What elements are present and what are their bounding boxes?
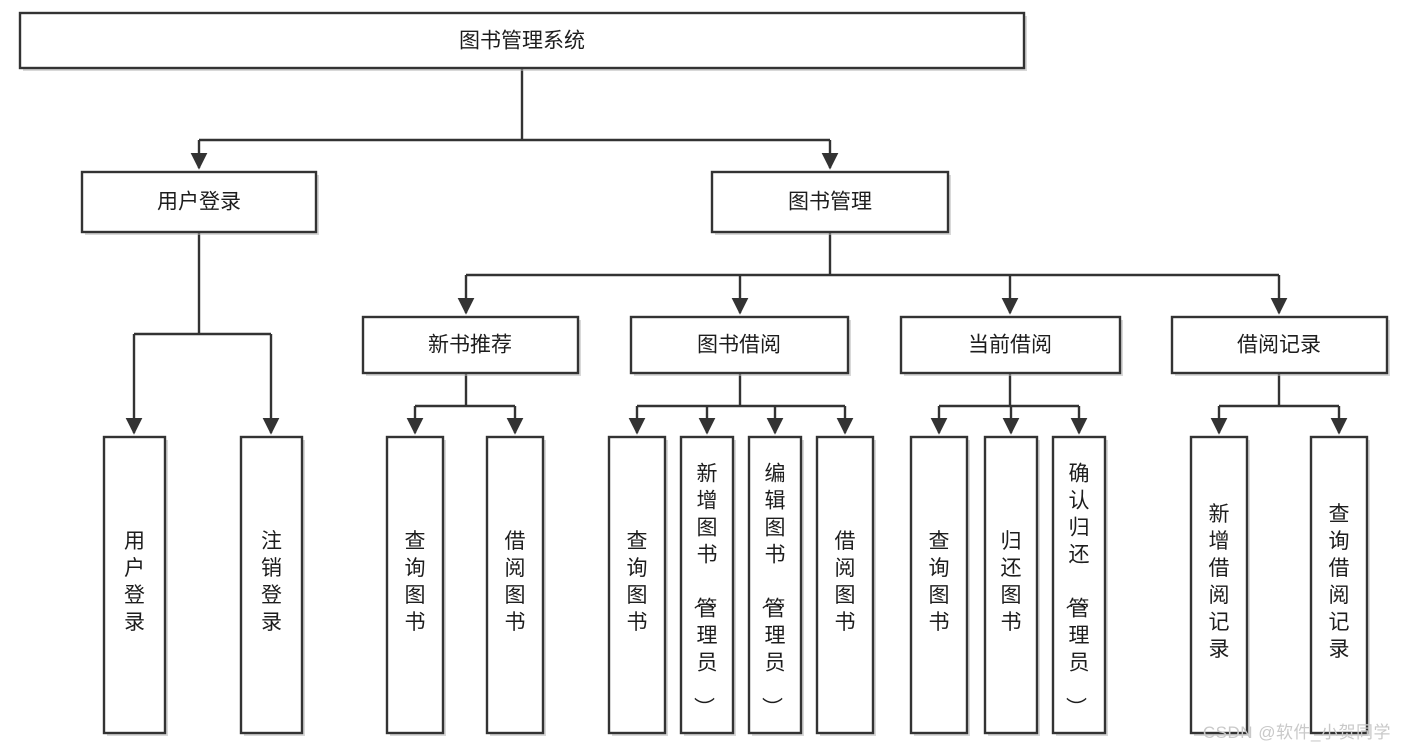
leaf-return-book-box: [983, 435, 1039, 735]
leaf-add-book-label: 新增图书（管理员）: [692, 463, 718, 718]
user-login-box: [80, 170, 318, 234]
leaf-query-record-box: [1309, 435, 1369, 735]
book-borrow-box: [629, 315, 850, 375]
csdn-watermark: CSDN @软件_小贺同学: [1202, 723, 1391, 742]
leaf-add-book-box: [679, 435, 735, 735]
node-leaf-logout-login[interactable]: 注销登录: [239, 435, 305, 736]
node-borrow-record[interactable]: 借阅记录: [1170, 315, 1390, 376]
root-label: 图书管理系统: [459, 30, 585, 53]
leaf-edit-book-box: [747, 435, 803, 735]
leaf-add-record-label: 新增借阅记录: [1209, 503, 1230, 661]
new-book-recommend-box: [361, 315, 580, 375]
node-book-borrow[interactable]: 图书借阅: [629, 315, 851, 376]
node-user-login[interactable]: 用户登录: [80, 170, 319, 235]
leaf-confirm-return-box: [1051, 435, 1107, 735]
leaf-user-login-box: [102, 435, 167, 735]
node-leaf-edit-book[interactable]: 编辑图书（管理员）: [747, 435, 804, 736]
leaf-confirm-return-label: 确认归还（管理员）: [1064, 463, 1090, 718]
user-login-label: 用户登录: [157, 191, 241, 214]
new-book-recommend-label: 新书推荐: [428, 334, 512, 357]
book-manage-label: 图书管理: [788, 191, 872, 214]
borrow-record-label: 借阅记录: [1237, 334, 1321, 357]
leaf-query-book-borrow-box: [607, 435, 667, 735]
book-borrow-label: 图书借阅: [697, 334, 781, 357]
node-leaf-query-book-borrow[interactable]: 查询图书: [607, 435, 668, 736]
node-current-borrow[interactable]: 当前借阅: [899, 315, 1123, 376]
node-leaf-query-book-rec[interactable]: 查询图书: [385, 435, 446, 736]
leaf-borrow-book-rec-label: 借阅图书: [505, 530, 526, 634]
node-leaf-query-book-cur[interactable]: 查询图书: [909, 435, 970, 736]
leaf-user-login-label: 用户登录: [124, 530, 145, 634]
leaf-query-book-cur-label: 查询图书: [929, 530, 950, 634]
root-box: [18, 11, 1026, 70]
leaf-borrow-book-label: 借阅图书: [835, 530, 856, 634]
leaf-node-layer: 用户登录 注销登录 查询图书 借阅图书 查询图书 新增图书（管理员） 编辑图书（管理员） 借阅…: [102, 435, 1370, 736]
current-borrow-label: 当前借阅: [968, 334, 1052, 357]
node-leaf-confirm-return[interactable]: 确认归还（管理员）: [1051, 435, 1108, 736]
node-root[interactable]: 图书管理系统: [18, 11, 1027, 71]
leaf-query-book-borrow-label: 查询图书: [627, 530, 648, 634]
leaf-borrow-book-rec-box: [485, 435, 545, 735]
node-leaf-borrow-book[interactable]: 借阅图书: [815, 435, 876, 736]
node-leaf-add-record[interactable]: 新增借阅记录: [1189, 435, 1250, 736]
leaf-logout-login-box: [239, 435, 304, 735]
leaf-query-book-rec-label: 查询图书: [405, 530, 426, 634]
node-leaf-query-record[interactable]: 查询借阅记录: [1309, 435, 1370, 736]
leaf-query-book-rec-box: [385, 435, 445, 735]
node-leaf-user-login[interactable]: 用户登录: [102, 435, 168, 736]
node-book-manage[interactable]: 图书管理: [710, 170, 951, 235]
leaf-query-record-label: 查询借阅记录: [1329, 503, 1350, 661]
node-leaf-add-book[interactable]: 新增图书（管理员）: [679, 435, 736, 736]
node-new-book-recommend[interactable]: 新书推荐: [361, 315, 581, 376]
leaf-logout-login-label: 注销登录: [261, 530, 282, 634]
node-leaf-return-book[interactable]: 归还图书: [983, 435, 1040, 736]
leaf-query-book-cur-box: [909, 435, 969, 735]
leaf-borrow-book-box: [815, 435, 875, 735]
current-borrow-box: [899, 315, 1122, 375]
leaf-edit-book-label: 编辑图书（管理员）: [760, 463, 786, 718]
leaf-return-book-label: 归还图书: [1001, 530, 1022, 634]
leaf-add-record-box: [1189, 435, 1249, 735]
book-manage-box: [710, 170, 950, 234]
node-leaf-borrow-book-rec[interactable]: 借阅图书: [485, 435, 546, 736]
borrow-record-box: [1170, 315, 1389, 375]
connector-layer: [125, 68, 1348, 435]
